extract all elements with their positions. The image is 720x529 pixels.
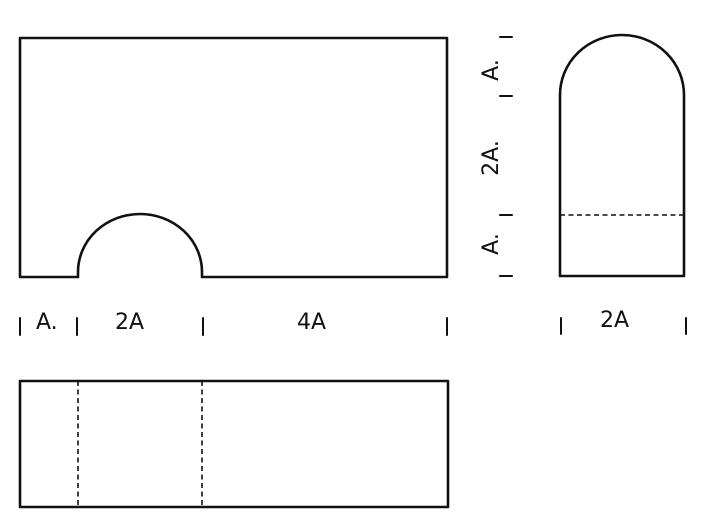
front-view-outline [18,36,449,279]
side-width-dimension: 2A [560,308,687,335]
side-view [558,33,686,278]
front-width-dimension: A. 2A 4A [19,310,448,336]
top-view-outline [18,379,450,509]
dimension-label-side-2a: 2A [600,308,629,333]
dimension-label-bottom-a: A. [479,233,504,255]
front-height-dimension: A. 2A. A. [479,36,513,277]
dimension-label-middle-2a: 2A. [479,140,504,176]
top-view [18,379,450,509]
dimension-label-2a: 2A [115,310,144,335]
dimension-label-a: A. [36,310,58,335]
dimension-label-top-a: A. [479,59,504,81]
front-view [18,36,449,279]
dimension-label-4a: 4A [297,310,326,335]
side-view-outline [558,33,686,278]
